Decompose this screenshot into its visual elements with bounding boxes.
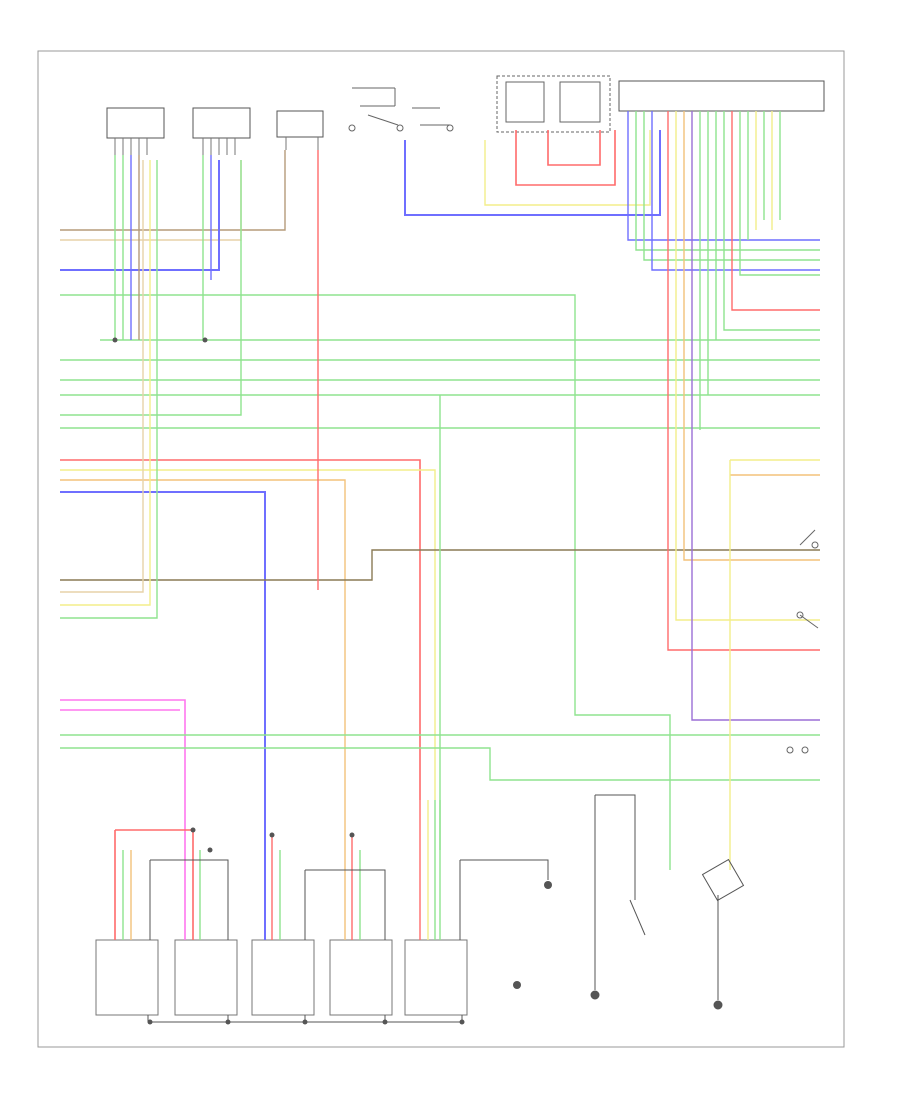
diagram-frame	[37, 50, 845, 1048]
splice-dots	[112, 337, 465, 1025]
sensor-feed-wires	[114, 130, 661, 850]
bottom-module-4	[329, 939, 393, 1016]
bottom-center-sensor	[590, 794, 646, 1000]
bottom-module-1	[95, 939, 159, 1016]
top-center-module	[276, 110, 324, 150]
ignition-switch	[348, 87, 454, 132]
body-control-module	[618, 80, 825, 112]
top-left-sensor-1	[106, 107, 165, 155]
bcm-output-wires	[627, 111, 820, 870]
ground-symbols	[513, 881, 552, 989]
top-left-sensor-2	[192, 107, 251, 155]
bottom-module-3	[251, 939, 315, 1016]
right-switch-3	[786, 746, 809, 754]
bottom-module-2	[174, 939, 238, 1016]
top-relay-module	[496, 75, 611, 133]
bottom-right-sensor	[701, 858, 745, 1010]
right-switch-1	[799, 529, 819, 549]
right-switch-2	[796, 611, 819, 629]
bottom-module-feeds	[114, 800, 441, 940]
bottom-module-5	[404, 939, 468, 1016]
